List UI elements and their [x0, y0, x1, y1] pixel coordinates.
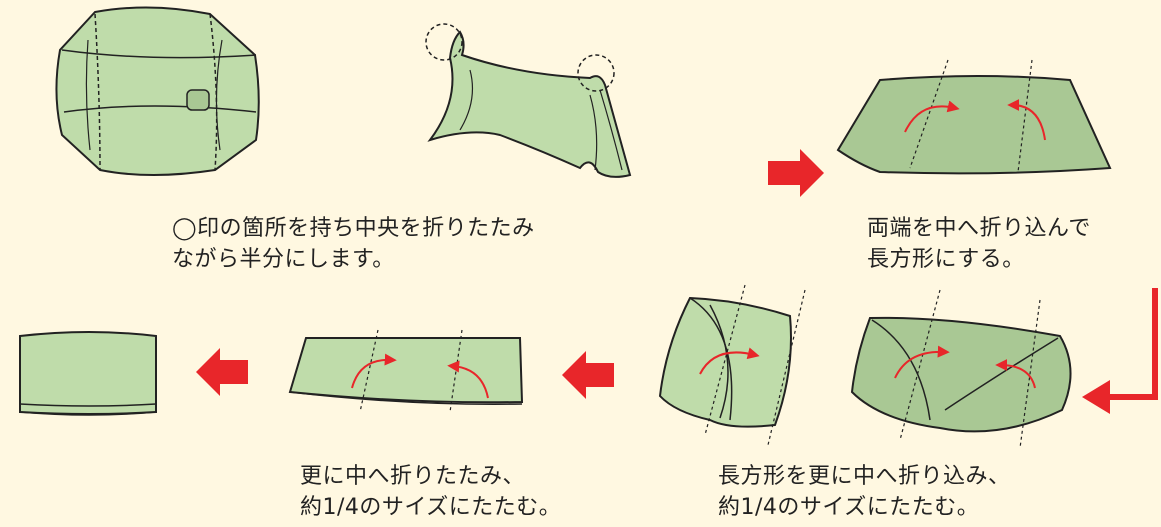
step3-caption-line1: 長方形を更に中へ折り込み、: [718, 464, 1011, 489]
held-cloth-illustration: [425, 23, 632, 178]
rectangle-cloth-illustration: [836, 59, 1112, 175]
grab-point-circle-right: [577, 54, 615, 92]
arrow-right-icon: [768, 149, 824, 197]
step2-caption-line1: 両端を中へ折り込んで: [867, 216, 1091, 241]
step2-caption-line2: 長方形にする。: [867, 247, 1025, 272]
step1-caption-line1: ◯印の箇所を持ち中央を折りたたみ: [172, 216, 535, 241]
step3-caption-line2: 約1/4のサイズにたたむ。: [718, 495, 980, 520]
step2-caption: 両端を中へ折り込んで 長方形にする。: [867, 213, 1091, 275]
finished-folded-cloth-illustration: [19, 331, 157, 416]
crumpled-cloth-illustration: [55, 6, 260, 176]
arrow-left-icon: [196, 348, 248, 396]
arrow-turn-down-left-icon: [1082, 288, 1158, 414]
folded-inward-cloth-illustration: [850, 289, 1072, 449]
arrow-left-icon: [562, 351, 614, 399]
step1-caption-line2: ながら半分にします。: [172, 247, 395, 272]
folded-quarter-cloth-illustration: [658, 284, 806, 446]
flat-strip-cloth-illustration: [288, 329, 524, 413]
step4-caption-line1: 更に中へ折りたたみ、: [300, 464, 526, 489]
step3-caption: 長方形を更に中へ折り込み、 約1/4のサイズにたたむ。: [718, 461, 1011, 523]
step1-caption: ◯印の箇所を持ち中央を折りたたみ ながら半分にします。: [172, 213, 535, 275]
grab-point-circle-left: [425, 23, 463, 61]
step4-caption: 更に中へ折りたたみ、 約1/4のサイズにたたむ。: [300, 461, 561, 523]
step4-caption-line2: 約1/4のサイズにたたむ。: [300, 495, 562, 520]
